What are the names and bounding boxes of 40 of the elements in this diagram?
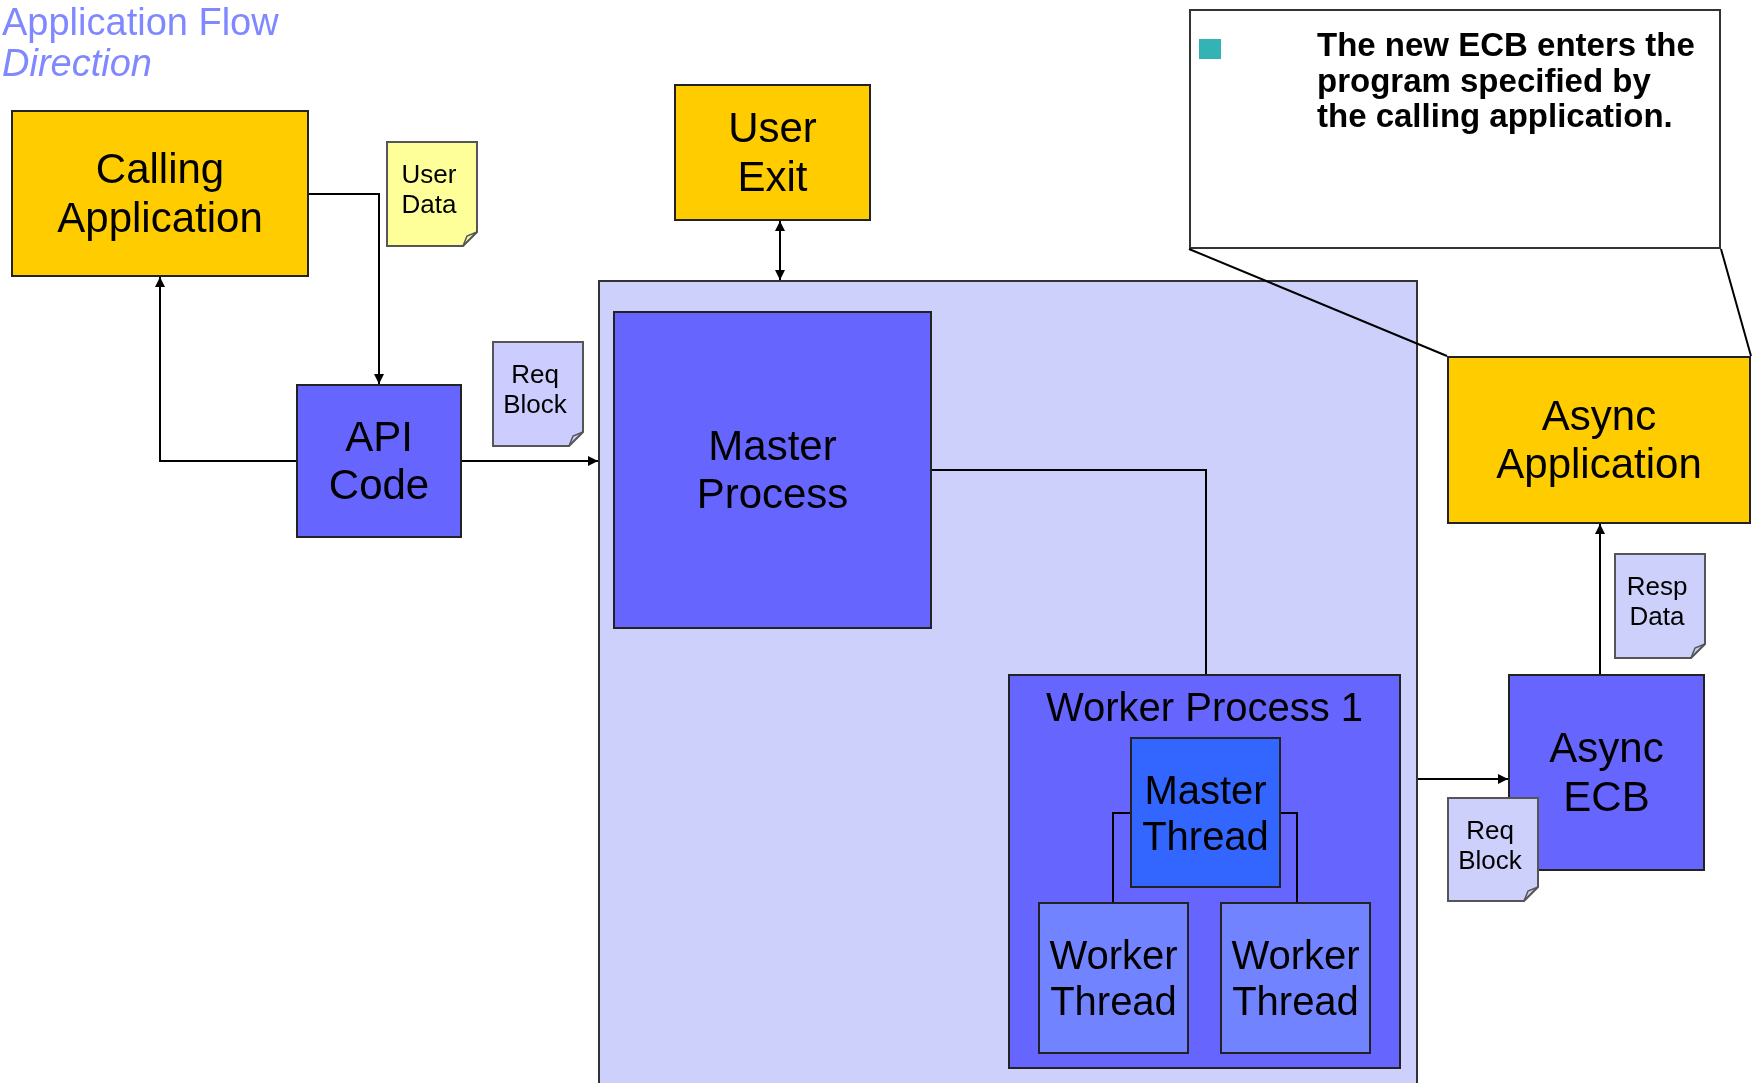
arrow [1417, 774, 1509, 784]
node-label: Async ECB [1548, 724, 1665, 821]
process-box [613, 311, 932, 629]
application-box [674, 84, 871, 221]
node-label: Master Thread [1141, 766, 1270, 859]
document-note [492, 341, 584, 447]
process-box [296, 384, 462, 538]
note-label: Req Block [502, 360, 568, 421]
node-label: Calling Application [56, 145, 264, 242]
node-label: Worker Thread [1230, 932, 1361, 1024]
node-label: User Exit [727, 104, 818, 201]
system-panel [598, 280, 1418, 1083]
slide-title: Application Flow Direction [2, 2, 279, 85]
node-label: Async Application [1495, 391, 1703, 489]
note-label: Req Block [1457, 815, 1523, 877]
application-box [1447, 356, 1751, 524]
node-label: Worker Thread [1048, 932, 1179, 1024]
arrow [308, 193, 384, 385]
callout-text: The new ECB enters the program specified by the calling application. [1317, 27, 1696, 134]
document-note [1447, 797, 1539, 902]
connector-line [1112, 812, 1131, 903]
arrow [1595, 523, 1605, 675]
connector-line [931, 469, 1207, 675]
arrow [775, 220, 785, 281]
application-box [11, 110, 309, 277]
callout-box [1189, 9, 1721, 249]
note-label: User Data [400, 160, 458, 221]
note-label: Resp Data [1625, 572, 1689, 633]
document-note [1614, 553, 1706, 659]
worker-process-box [1008, 674, 1401, 1069]
arrow [155, 276, 297, 462]
node-label: Worker Process 1 [1044, 684, 1365, 730]
thread-box [1220, 902, 1371, 1054]
connector-line [1280, 812, 1298, 903]
node-label: API Code [327, 412, 431, 510]
document-note [386, 141, 478, 247]
thread-box [1038, 902, 1189, 1054]
arrow [461, 456, 599, 466]
thread-box [1130, 737, 1281, 888]
node-label: Master Process [695, 421, 850, 519]
